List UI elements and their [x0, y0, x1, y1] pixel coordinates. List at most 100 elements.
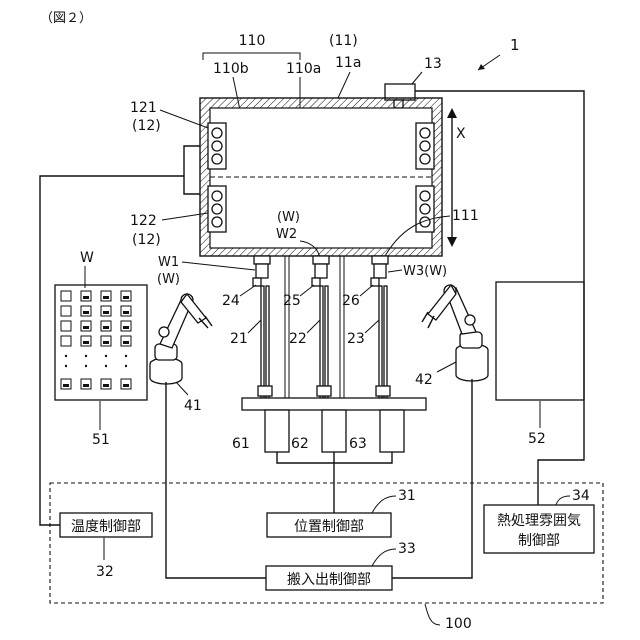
shaft-21-leader	[248, 320, 261, 333]
stocker-wafer	[83, 296, 89, 299]
apparatus-ref-arrowhead	[478, 64, 485, 70]
transfer-control-leader	[372, 549, 396, 566]
stocker-label: W	[80, 250, 94, 266]
robot-42-label: 42	[415, 372, 433, 388]
position-control-label: 位置制御部	[294, 519, 364, 535]
atmosphere-control-line1: 熱処理雰囲気	[497, 513, 581, 529]
heater-bottom-ref: 122	[130, 213, 157, 229]
heater-top-sub: (12)	[132, 118, 161, 134]
chamber-part-a-ref: 110a	[286, 61, 321, 77]
stocker-wafer	[83, 341, 89, 344]
stocker-ellipsis-dot	[65, 365, 67, 367]
wall-leader	[338, 72, 350, 98]
chamber-group-ref: 110	[239, 33, 266, 49]
actuator-63-label: 63	[349, 436, 367, 452]
shaft-assembly-3	[371, 256, 390, 398]
stocker-wafer	[103, 384, 109, 387]
heater-right-upper	[416, 123, 434, 169]
stocker-ellipsis-dot	[85, 365, 87, 367]
position-control-leader	[372, 496, 396, 513]
shaft-23-leader	[365, 320, 379, 333]
w1-leader	[182, 262, 255, 270]
transfer-control-ref: 33	[398, 541, 416, 557]
stocker-slot	[61, 291, 71, 301]
robot-41	[150, 294, 212, 384]
direction-label: X	[456, 126, 466, 142]
housing-ref: (11)	[329, 33, 358, 49]
atmosphere-control-line2: 制御部	[518, 533, 560, 549]
stocker-ellipsis-dot	[65, 355, 67, 357]
heater-left-lower	[208, 186, 226, 232]
heater-top-ref: 121	[130, 100, 157, 116]
stocker-wafer	[83, 311, 89, 314]
right-heater-ref: 111	[452, 208, 479, 224]
transfer-control-label: 搬入出制御部	[287, 572, 371, 588]
chamber-interior	[210, 108, 432, 248]
stocker-ellipsis-dot	[105, 365, 107, 367]
shaft-assembly-1	[253, 256, 272, 398]
heater-bottom-sub: (12)	[132, 232, 161, 248]
stocker-wafer	[63, 384, 69, 387]
sensor-ref: 13	[424, 56, 442, 72]
stocker-wafer	[123, 296, 129, 299]
w3-label: W3(W)	[403, 264, 447, 279]
holder-24-label: 24	[222, 293, 240, 309]
controller-ref: 100	[445, 616, 472, 632]
stocker-wafer	[103, 311, 109, 314]
actuator-61-label: 61	[232, 436, 250, 452]
holder-26-label: 26	[342, 293, 360, 309]
robot-41-leader	[176, 382, 188, 395]
temperature-control-label: 温度制御部	[71, 519, 141, 535]
actuator-63	[380, 410, 404, 452]
shaft-21-label: 21	[230, 331, 248, 347]
unit-52	[496, 282, 584, 400]
stocker-wafer	[83, 326, 89, 329]
robot41-to-transfer-line	[166, 382, 266, 578]
controller-ref-leader	[425, 604, 440, 625]
stocker-wafer	[123, 311, 129, 314]
shaft-23-label: 23	[347, 331, 365, 347]
robot-41-label: 41	[184, 398, 202, 414]
w2-label: W2	[276, 227, 297, 242]
robot-42-leader	[437, 362, 456, 372]
actuator-61	[265, 410, 289, 452]
stocker-wafer	[123, 341, 129, 344]
atmosphere-control-ref: 34	[572, 488, 590, 504]
figure-caption: （図２）	[40, 11, 92, 26]
stocker-wafer	[83, 384, 89, 387]
atmosphere-control-leader	[556, 496, 570, 505]
base-plate	[242, 398, 426, 410]
x-arrowhead-down	[447, 237, 457, 247]
unit-52-label: 52	[528, 431, 546, 447]
apparatus-ref: 1	[510, 36, 520, 54]
holder-25-leader	[300, 285, 314, 296]
chamber-part-b-ref: 110b	[213, 61, 249, 77]
heater-left-upper	[208, 123, 226, 169]
holder-26-leader	[360, 285, 373, 296]
stocker-ref: 51	[92, 432, 110, 448]
actuator-62	[322, 410, 346, 452]
stocker-wafer	[103, 326, 109, 329]
stocker-wafer	[123, 384, 129, 387]
stocker-slot	[61, 336, 71, 346]
stocker-ellipsis-dot	[125, 365, 127, 367]
stocker-ellipsis-dot	[125, 355, 127, 357]
holder-25-label: 25	[283, 293, 301, 309]
holder-24-leader	[240, 285, 256, 296]
heater-right-lower	[416, 186, 434, 232]
w1-sub-label: (W)	[157, 272, 180, 287]
stocker-wafer	[123, 326, 129, 329]
shaft-22-leader	[307, 320, 320, 333]
housing-wall-ref: 11a	[335, 55, 361, 71]
w2-sub-label: (W)	[277, 210, 300, 225]
stocker-slot	[61, 306, 71, 316]
stocker-wafer	[103, 296, 109, 299]
stocker-wafer	[103, 341, 109, 344]
x-arrowhead-up	[447, 108, 457, 118]
w1-label: W1	[158, 255, 179, 270]
actuator-62-label: 62	[291, 436, 309, 452]
heater-bracket	[184, 146, 200, 194]
stocker-slot	[61, 321, 71, 331]
position-control-ref: 31	[398, 488, 416, 504]
